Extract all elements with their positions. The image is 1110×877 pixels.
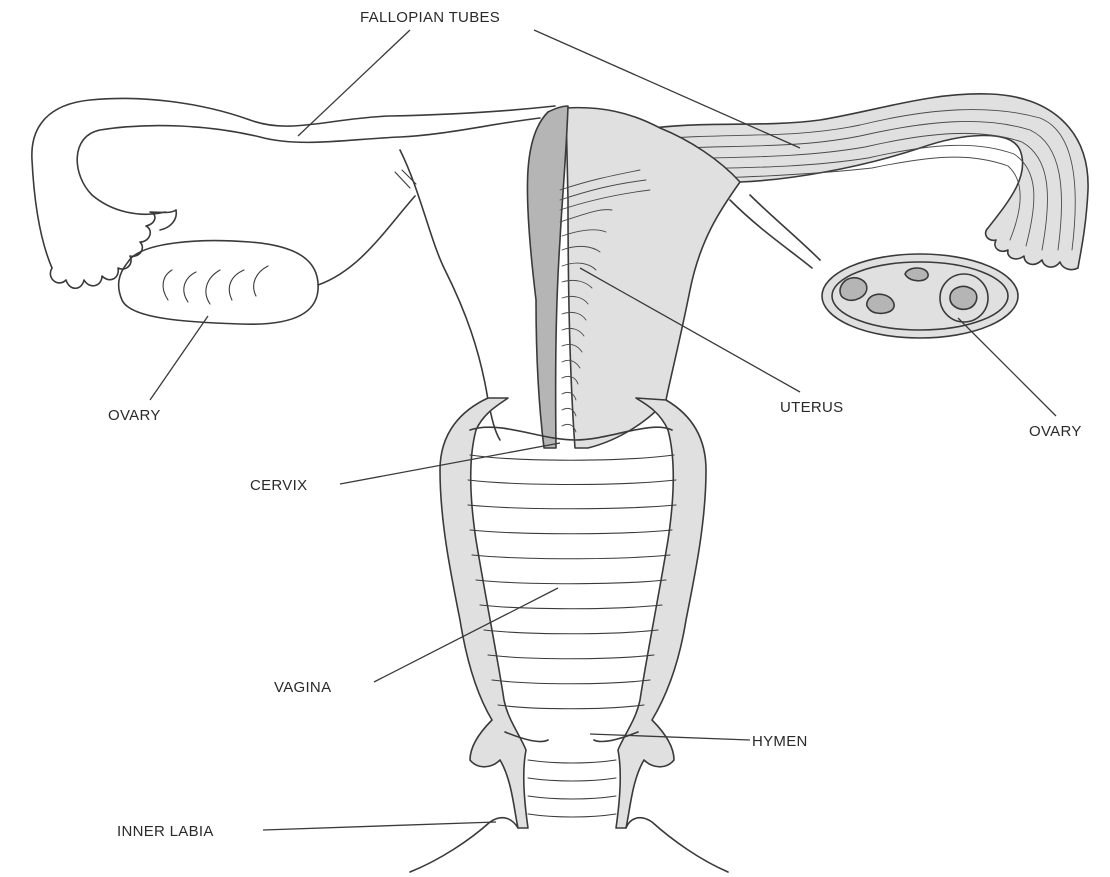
label-hymen: HYMEN	[752, 733, 808, 750]
left-ovary	[119, 196, 415, 324]
right-ovary	[730, 195, 1018, 338]
label-cervix: CERVIX	[250, 477, 307, 494]
vagina	[440, 398, 706, 828]
label-fallopian-tubes: FALLOPIAN TUBES	[360, 9, 500, 26]
label-ovary-left: OVARY	[108, 407, 161, 424]
label-inner-labia: INNER LABIA	[117, 823, 214, 840]
inner-labia	[410, 818, 728, 872]
left-fallopian-tube	[32, 98, 555, 288]
label-uterus: UTERUS	[780, 399, 843, 416]
label-ovary-right: OVARY	[1029, 423, 1082, 440]
uterus	[400, 106, 740, 448]
label-vagina: VAGINA	[274, 679, 331, 696]
